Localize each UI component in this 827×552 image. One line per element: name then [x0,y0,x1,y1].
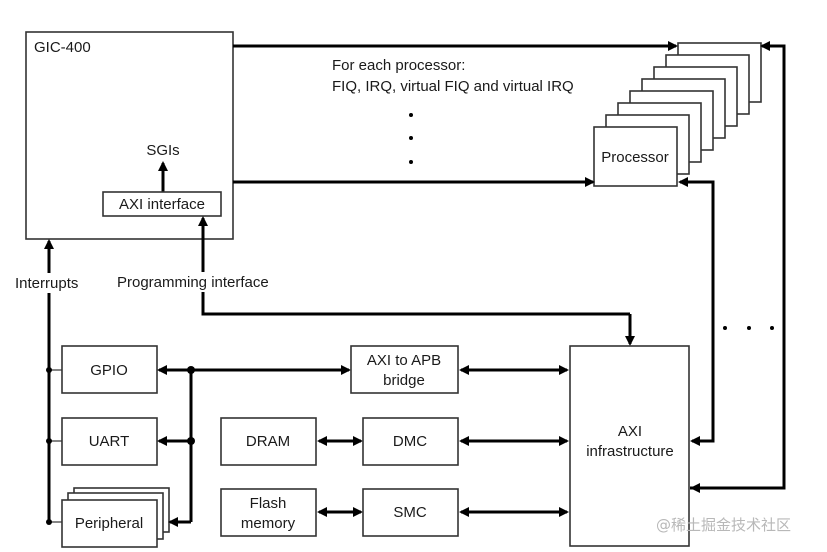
flash-label-2: memory [241,515,296,532]
label-bg [114,272,290,292]
gic-400-label: GIC-400 [34,39,91,56]
uart-block [61,417,158,466]
sgis-label: SGIs [146,142,179,159]
ellipsis-dot [409,160,413,164]
label-bg [12,273,88,293]
ellipsis-dot [747,326,751,330]
axi-to-apb-bridge-block [350,345,459,394]
axi-interface-block [102,191,222,217]
axi-infra-label-1: AXI [618,423,642,440]
dmc-block [362,417,459,466]
peripheral-block [61,499,158,548]
programming-interface-label: Programming interface [117,274,269,291]
junction-dot [46,438,52,444]
smc-label: SMC [393,504,427,521]
bridge-label-1: AXI to APB [367,352,441,369]
dram-block [220,417,317,466]
junction-dot [46,519,52,525]
interrupts-label: Interrupts [15,275,78,292]
ellipsis-dot [770,326,774,330]
for-each-label-1: For each processor: [332,57,465,74]
smc-block [362,488,459,537]
watermark: @稀土掘金技术社区 [656,516,791,534]
flash-label-1: Flash [250,495,287,512]
junction-dot [187,437,195,445]
gpio-label: GPIO [90,362,128,379]
programming-interface-line [198,216,630,316]
axi-infra-label-2: infrastructure [586,443,674,460]
peripheral-label: Peripheral [75,515,143,532]
gpio-block [61,345,158,394]
flash-memory-block [220,488,317,537]
ellipsis-dot [409,136,413,140]
dram-label: DRAM [246,433,290,450]
axi-infrastructure-block [569,345,690,547]
ellipsis-dot [409,113,413,117]
axi-to-processor-line [678,177,715,300]
junction-dot [46,367,52,373]
processor-label: Processor [601,149,669,166]
for-each-label-2: FIQ, IRQ, virtual FIQ and virtual IRQ [332,78,574,95]
bridge-label-2: bridge [383,372,425,389]
processor-to-axi-line [690,300,715,446]
uart-label: UART [89,433,130,450]
ellipsis-dot [723,326,727,330]
processor-block [593,126,678,187]
dmc-label: DMC [393,433,427,450]
axi-interface-label: AXI interface [119,196,205,213]
